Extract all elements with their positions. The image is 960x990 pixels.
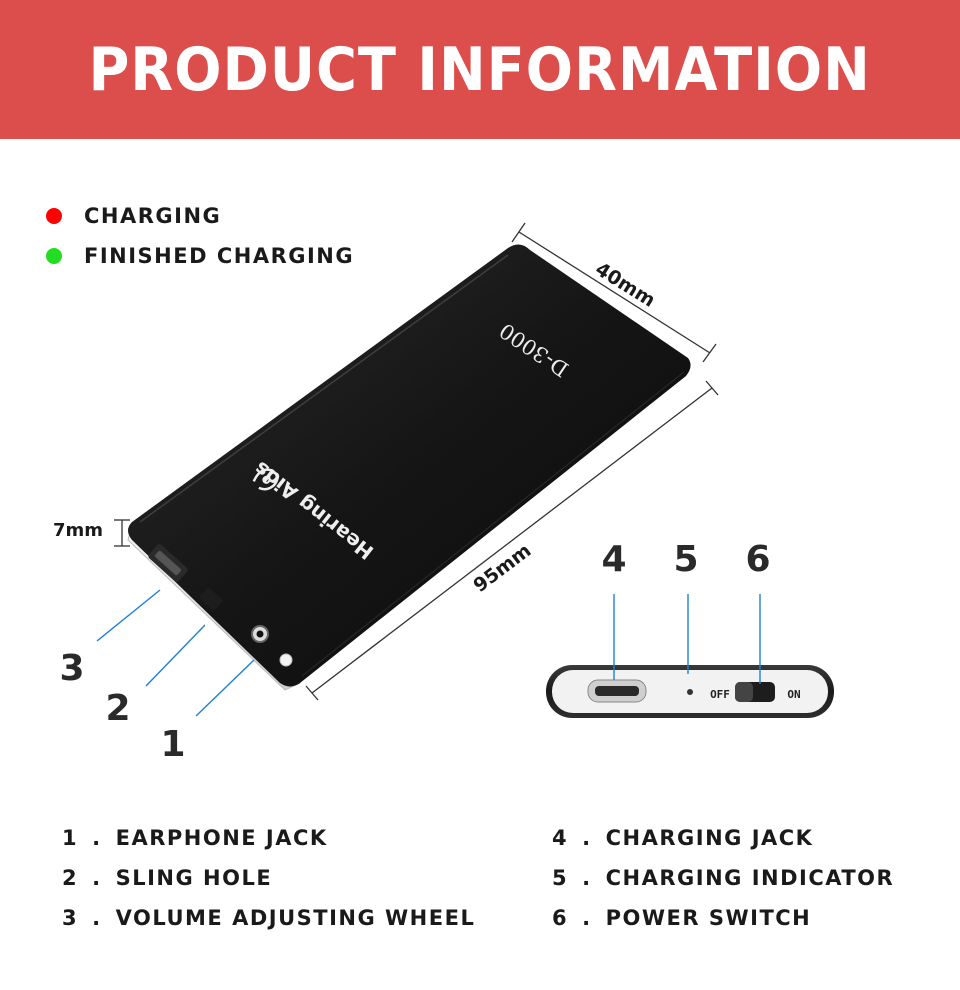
description-label: CHARGING JACK [605,826,814,850]
description-item: 5.CHARGING INDICATOR [552,866,895,890]
legend-item-finished: FINISHED CHARGING [46,236,354,276]
usb-port-icon [595,686,639,696]
description-label: EARPHONE JACK [115,826,328,850]
description-number: 2 [62,866,79,890]
description-item: 2.SLING HOLE [62,866,273,890]
dimension-width [511,222,717,363]
description-item: 1.EARPHONE JACK [62,826,328,850]
earphone-jack-icon [251,625,269,643]
volume-wheel-icon [148,544,188,582]
callout-lines-left [96,589,255,717]
legend-item-charging: CHARGING [46,196,354,236]
side-view-panel: OFF ON [546,665,834,718]
description-number: 1 [62,826,79,850]
charging-legend: CHARGING FINISHED CHARGING [46,196,354,276]
description-item: 4.CHARGING JACK [552,826,814,850]
callout-1: 1 [160,724,185,765]
callout-3: 3 [59,648,84,689]
description-label: CHARGING INDICATOR [605,866,895,890]
description-list-left: 1.EARPHONE JACK 2.SLING HOLE 3.VOLUME AD… [62,818,475,938]
dimension-thickness [114,519,130,547]
description-label: POWER SWITCH [605,906,812,930]
description-item: 6.POWER SWITCH [552,906,812,930]
callout-6: 6 [745,539,770,580]
description-number: 4 [552,826,569,850]
description-number: 6 [552,906,569,930]
rim-screw-icon [279,653,293,667]
description-label: SLING HOLE [115,866,273,890]
callout-2: 2 [105,688,130,729]
description-number: 5 [552,866,569,890]
green-dot-icon [46,248,62,264]
product-figure: D-3000 Hearing Aids 40mm 95mm 7mm 3 2 1 [53,222,834,765]
switch-on-label: ON [787,688,800,701]
description-number: 3 [62,906,79,930]
thickness-label: 7mm [53,520,103,541]
description-item: 3.VOLUME ADJUSTING WHEEL [62,906,476,930]
indicator-led-icon [687,689,693,695]
switch-off-label: OFF [710,688,730,701]
header-banner: PRODUCT INFORMATION [0,0,960,139]
legend-label: CHARGING [84,204,222,228]
device-body [127,244,691,691]
callout-lines-right [613,594,761,684]
description-list-right: 4.CHARGING JACK 5.CHARGING INDICATOR 6.P… [552,818,894,938]
callout-5: 5 [673,539,698,580]
callout-4: 4 [601,539,626,580]
legend-label: FINISHED CHARGING [84,244,355,268]
dimension-length [305,380,719,701]
description-label: VOLUME ADJUSTING WHEEL [115,906,476,930]
red-dot-icon [46,208,62,224]
sling-hole-icon [199,587,223,611]
ear-logo-icon [252,468,279,491]
page-title: PRODUCT INFORMATION [88,34,872,105]
